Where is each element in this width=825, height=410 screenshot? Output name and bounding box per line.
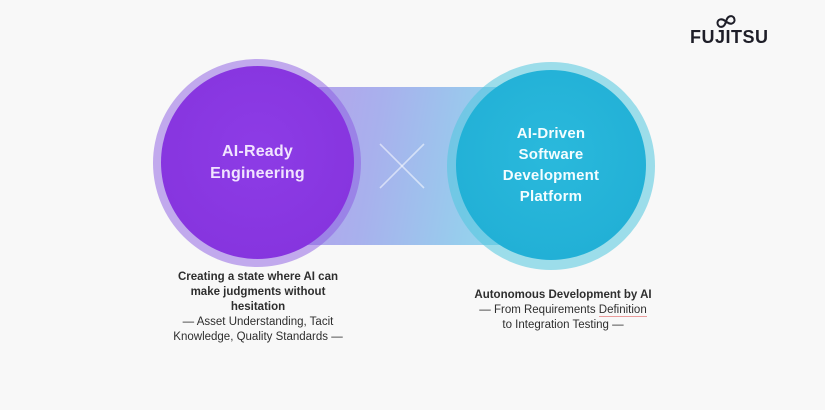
right-caption-detail: — From Requirements Definition to Integr… bbox=[448, 303, 678, 333]
left-caption-detail-line2: Knowledge, Quality Standards — bbox=[173, 331, 343, 343]
fujitsu-logo: FUJITSU bbox=[688, 14, 788, 54]
ai-driven-platform-circle: AI-Driven Software Development Platform bbox=[456, 70, 646, 260]
fujitsu-logo-text: FUJITSU bbox=[690, 27, 769, 47]
right-circle-label-line3: Development bbox=[502, 167, 600, 184]
left-caption-heading-line2: make judgments without bbox=[190, 286, 326, 298]
left-caption-heading: Creating a state where AI can make judgm… bbox=[145, 270, 371, 315]
right-circle-label-line4: Platform bbox=[519, 188, 583, 205]
left-circle-label: AI-Ready Engineering bbox=[210, 141, 305, 185]
right-circle-label-line1: AI-Driven bbox=[516, 125, 586, 142]
multiply-cross-icon bbox=[379, 143, 425, 189]
right-circle-label: AI-Driven Software Development Platform bbox=[503, 123, 599, 207]
right-caption-detail-prefix: — From Requirements bbox=[479, 304, 599, 316]
right-caption-detail-line1: — From Requirements Definition bbox=[448, 303, 678, 318]
left-caption-detail: — Asset Understanding, Tacit Knowledge, … bbox=[145, 315, 371, 345]
ai-ready-engineering-circle: AI-Ready Engineering bbox=[161, 66, 354, 259]
left-caption-detail-line1: — Asset Understanding, Tacit bbox=[182, 316, 334, 328]
right-circle-label-line2: Software bbox=[518, 146, 584, 163]
left-circle-label-line1: AI-Ready bbox=[222, 142, 293, 160]
right-caption-detail-underlined-word: Definition bbox=[598, 304, 647, 317]
left-caption-heading-line1: Creating a state where AI can bbox=[178, 271, 338, 283]
left-circle-label-line2: Engineering bbox=[210, 164, 305, 182]
fujitsu-infinity-icon bbox=[716, 15, 736, 28]
left-caption-heading-line3: hesitation bbox=[230, 301, 286, 313]
left-caption: Creating a state where AI can make judgm… bbox=[145, 270, 371, 345]
right-caption: Autonomous Development by AI — From Requ… bbox=[448, 288, 678, 333]
right-caption-detail-line2: to Integration Testing — bbox=[502, 319, 624, 331]
right-caption-heading: Autonomous Development by AI bbox=[474, 289, 652, 301]
